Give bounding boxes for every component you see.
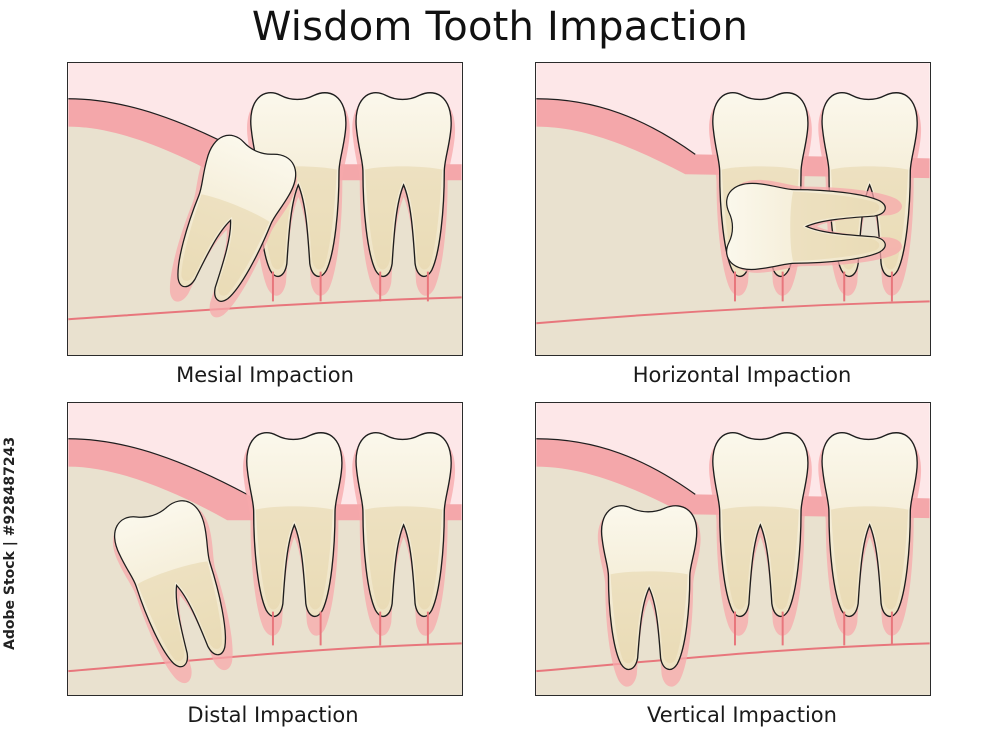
horizontal-impaction-illustration (536, 63, 930, 355)
page-title: Wisdom Tooth Impaction (251, 4, 749, 50)
panel-vertical-impaction (535, 402, 931, 696)
panel-distal-impaction (67, 402, 463, 696)
stock-watermark-text: Adobe Stock | #928487243 (2, 436, 18, 650)
caption-horizontal-impaction: Horizontal Impaction (632, 363, 852, 387)
distal-impaction-illustration (68, 403, 462, 695)
stock-watermark: Adobe Stock | #928487243 (2, 437, 215, 666)
mesial-impaction-illustration (68, 63, 462, 355)
caption-mesial-impaction: Mesial Impaction (176, 363, 354, 387)
vertical-impaction-illustration (536, 403, 930, 695)
caption-vertical-impaction: Vertical Impaction (647, 703, 837, 727)
panel-mesial-impaction (67, 62, 463, 356)
caption-distal-impaction: Distal Impaction (187, 703, 359, 727)
panel-horizontal-impaction (535, 62, 931, 356)
